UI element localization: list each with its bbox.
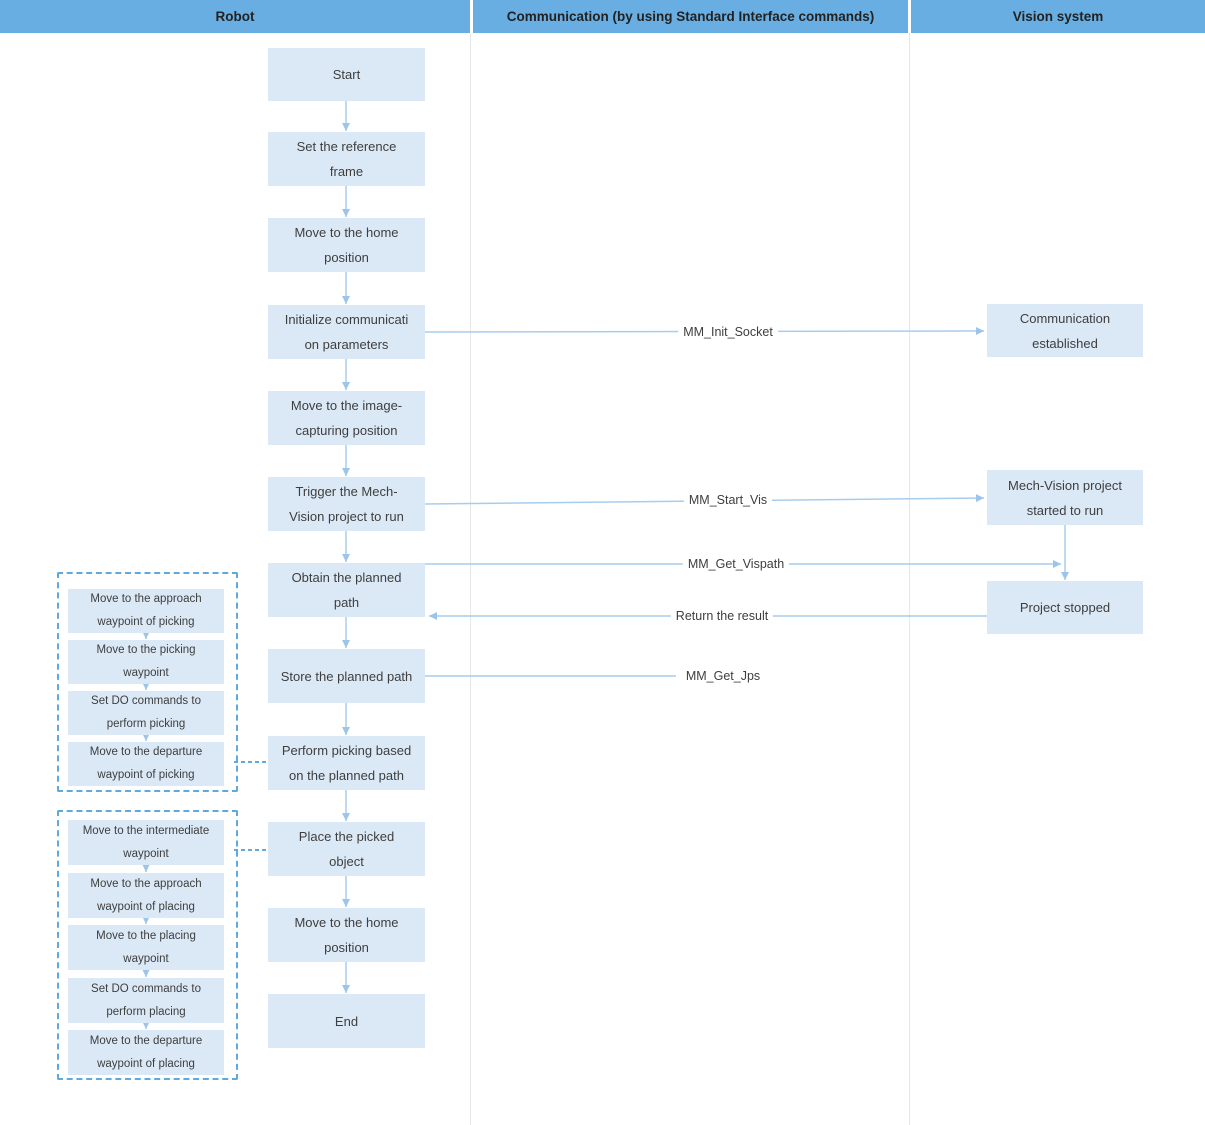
step-move-home-1: Move to the home position	[268, 218, 425, 272]
step-perform-picking: Perform picking based on the planned pat…	[268, 736, 425, 790]
column-divider-left	[470, 33, 471, 1125]
column-header-communication: Communication (by using Standard Interfa…	[473, 0, 908, 33]
label-mm-init-socket: MM_Init_Socket	[678, 325, 778, 339]
label-return-the-result: Return the result	[670, 609, 774, 623]
placing-subroutine-group	[57, 810, 238, 1080]
label-mm-get-jps: MM_Get_Jps	[680, 669, 766, 683]
place-sub-placing-waypoint: Move to the placing waypoint	[68, 925, 224, 970]
label-mm-get-vispath: MM_Get_Vispath	[682, 557, 790, 571]
step-store-planned-path: Store the planned path	[268, 649, 425, 703]
vision-project-started: Mech-Vision project started to run	[987, 470, 1143, 525]
place-sub-set-do-commands: Set DO commands to perform placing	[68, 978, 224, 1023]
place-sub-approach-waypoint: Move to the approach waypoint of placing	[68, 873, 224, 918]
pick-sub-departure-waypoint: Move to the departure waypoint of pickin…	[68, 742, 224, 786]
step-trigger-mech-vision: Trigger the Mech- Vision project to run	[268, 477, 425, 531]
place-sub-departure-waypoint: Move to the departure waypoint of placin…	[68, 1030, 224, 1075]
step-move-home-2: Move to the home position	[268, 908, 425, 962]
picking-subroutine-group	[57, 572, 238, 792]
step-obtain-planned-path: Obtain the planned path	[268, 563, 425, 617]
step-set-reference-frame: Set the reference frame	[268, 132, 425, 186]
column-header-robot: Robot	[0, 0, 470, 33]
pick-sub-picking-waypoint: Move to the picking waypoint	[68, 640, 224, 684]
column-header-vision: Vision system	[911, 0, 1205, 33]
step-place-picked-object: Place the picked object	[268, 822, 425, 876]
pick-sub-approach-waypoint: Move to the approach waypoint of picking	[68, 589, 224, 633]
place-sub-intermediate-waypoint: Move to the intermediate waypoint	[68, 820, 224, 865]
label-mm-start-vis: MM_Start_Vis	[683, 493, 773, 507]
pick-sub-set-do-commands: Set DO commands to perform picking	[68, 691, 224, 735]
step-initialize-communication: Initialize communicati on parameters	[268, 305, 425, 359]
step-start: Start	[268, 48, 425, 101]
vision-project-stopped: Project stopped	[987, 581, 1143, 634]
step-move-image-capturing: Move to the image- capturing position	[268, 391, 425, 445]
column-divider-right	[909, 33, 910, 1125]
step-end: End	[268, 994, 425, 1048]
vision-communication-established: Communication established	[987, 304, 1143, 357]
